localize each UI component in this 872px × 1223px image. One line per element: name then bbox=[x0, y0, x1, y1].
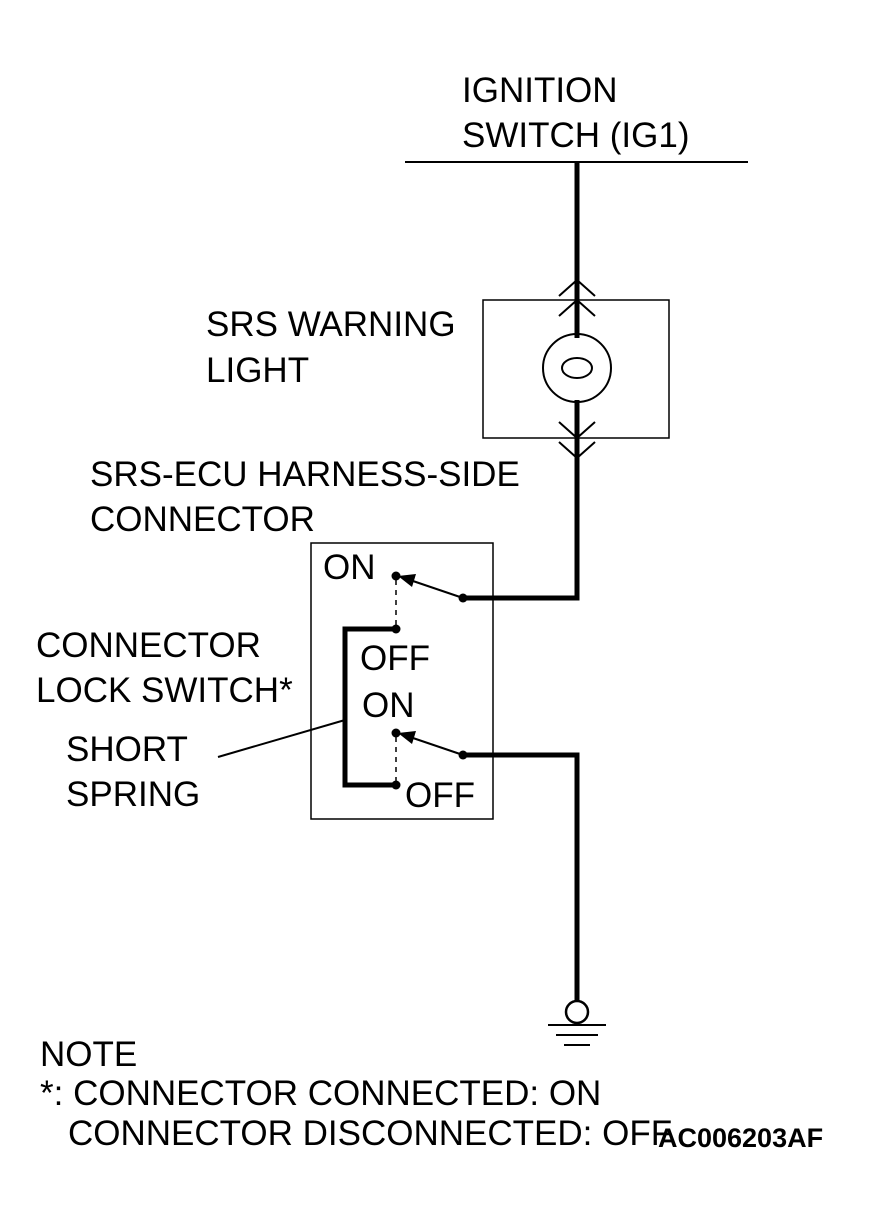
note-line1: *: CONNECTOR CONNECTED: ON bbox=[40, 1074, 601, 1113]
ecu-connector-box bbox=[310, 542, 494, 820]
switch1-on-label: ON bbox=[323, 548, 376, 587]
warning-light-label-line1: SRS WARNING bbox=[206, 305, 456, 344]
warning-light-label-line2: LIGHT bbox=[206, 351, 309, 390]
note-heading: NOTE bbox=[40, 1035, 137, 1074]
bulb-icon bbox=[542, 333, 612, 403]
ground-wire bbox=[463, 752, 580, 1000]
short-spring-bracket bbox=[342, 626, 396, 788]
switch2-off-contact bbox=[391, 780, 401, 790]
switch2-off-label: OFF bbox=[405, 776, 475, 815]
ground-icon bbox=[548, 999, 606, 1046]
switch1-on-contact bbox=[391, 571, 401, 581]
switch1-arrowhead-icon bbox=[398, 574, 416, 587]
feed-wire-to-switch1 bbox=[463, 438, 580, 601]
short-spring-label-line2: SPRING bbox=[66, 775, 200, 814]
ecu-connector-label-line1: SRS-ECU HARNESS-SIDE bbox=[90, 455, 520, 494]
lock-switch-label-line2: LOCK SWITCH* bbox=[36, 671, 293, 710]
figure-code: AC006203AF bbox=[658, 1123, 823, 1153]
short-spring-leader-line bbox=[217, 719, 346, 758]
short-spring-label-line1: SHORT bbox=[66, 730, 188, 769]
switch2-blade bbox=[409, 736, 464, 756]
switch1-off-label: OFF bbox=[360, 639, 430, 678]
ecu-connector-label-line2: CONNECTOR bbox=[90, 500, 315, 539]
ignition-label-line2: SWITCH (IG1) bbox=[462, 116, 689, 155]
switch2-on-label: ON bbox=[362, 686, 415, 725]
switch2-on-contact bbox=[391, 728, 401, 738]
lock-switch-label-line1: CONNECTOR bbox=[36, 626, 261, 665]
note-line2: CONNECTOR DISCONNECTED: OFF bbox=[68, 1114, 672, 1153]
ignition-label-line1: IGNITION bbox=[462, 71, 618, 110]
switch1-blade bbox=[409, 579, 464, 599]
switch2-arrowhead-icon bbox=[398, 731, 416, 744]
